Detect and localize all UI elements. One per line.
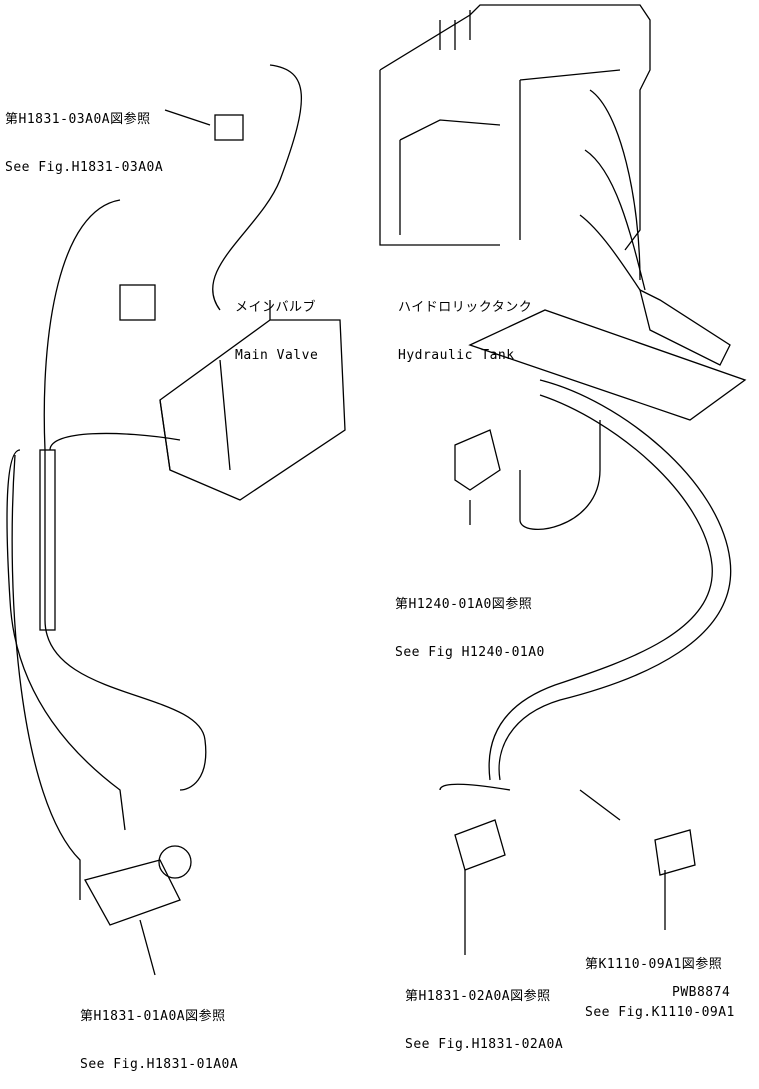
drawing-number: PWB8874: [672, 985, 731, 1000]
wrapped-hose-right: [488, 379, 732, 781]
callout-jp: 第H1831-01A0A図参照: [80, 1009, 226, 1024]
callout-en: See Fig.H1831-01A0A: [80, 1057, 239, 1072]
callout-jp: ハイドロリックタンク: [398, 300, 533, 315]
callout-en: Main Valve: [235, 348, 319, 363]
hose: [439, 783, 511, 791]
callout-ref-h1831-02a0a: 第H1831-02A0A図参照 See Fig.H1831-02A0A: [405, 957, 563, 1069]
left-hoses: [6, 199, 207, 900]
tank-mount-plate: [468, 309, 747, 421]
solenoid-valve: [454, 429, 501, 491]
callout-hydraulic-tank: ハイドロリックタンク Hydraulic Tank: [398, 268, 532, 380]
tank-hoses: [579, 89, 731, 366]
top-hose: [212, 64, 303, 311]
block-h1831-03a0a: [214, 114, 244, 141]
solenoid-hose: [519, 420, 601, 531]
callout-ref-h1240-01a0: 第H1240-01A0図参照 See Fig H1240-01A0: [395, 565, 545, 677]
callout-ref-h1831-01a0a: 第H1831-01A0A図参照 See Fig.H1831-01A0A: [80, 977, 238, 1089]
callout-en: Hydraulic Tank: [398, 348, 515, 363]
hydraulic-piping-diagram: [6, 4, 747, 976]
callout-ref-k1110-09a1: 第K1110-09A1図参照 See Fig.K1110-09A1: [585, 925, 735, 1037]
hydraulic-tank: [379, 4, 651, 251]
callout-ref-h1831-03a0a: 第H1831-03A0A図参照 See Fig.H1831-03A0A: [5, 80, 163, 192]
callout-jp: 第H1831-03A0A図参照: [5, 112, 151, 127]
callout-en: See Fig.H1831-02A0A: [405, 1037, 564, 1052]
block-h1831-02a0a: [454, 819, 506, 871]
callout-jp: 第H1831-02A0A図参照: [405, 989, 551, 1004]
block-k1110-09a1: [654, 829, 696, 876]
callout-main-valve: メインバルブ Main Valve: [235, 268, 318, 380]
callout-en: See Fig.H1831-03A0A: [5, 160, 164, 175]
leader-lines: [139, 109, 666, 976]
hose-fitting: [579, 789, 621, 821]
callout-jp: 第K1110-09A1図参照: [585, 957, 723, 972]
callout-en: See Fig.K1110-09A1: [585, 1005, 735, 1020]
callout-jp: メインバルブ: [235, 300, 317, 315]
callout-jp: 第H1240-01A0図参照: [395, 597, 533, 612]
pilot-valve-block: [84, 845, 192, 926]
callout-en: See Fig H1240-01A0: [395, 645, 545, 660]
